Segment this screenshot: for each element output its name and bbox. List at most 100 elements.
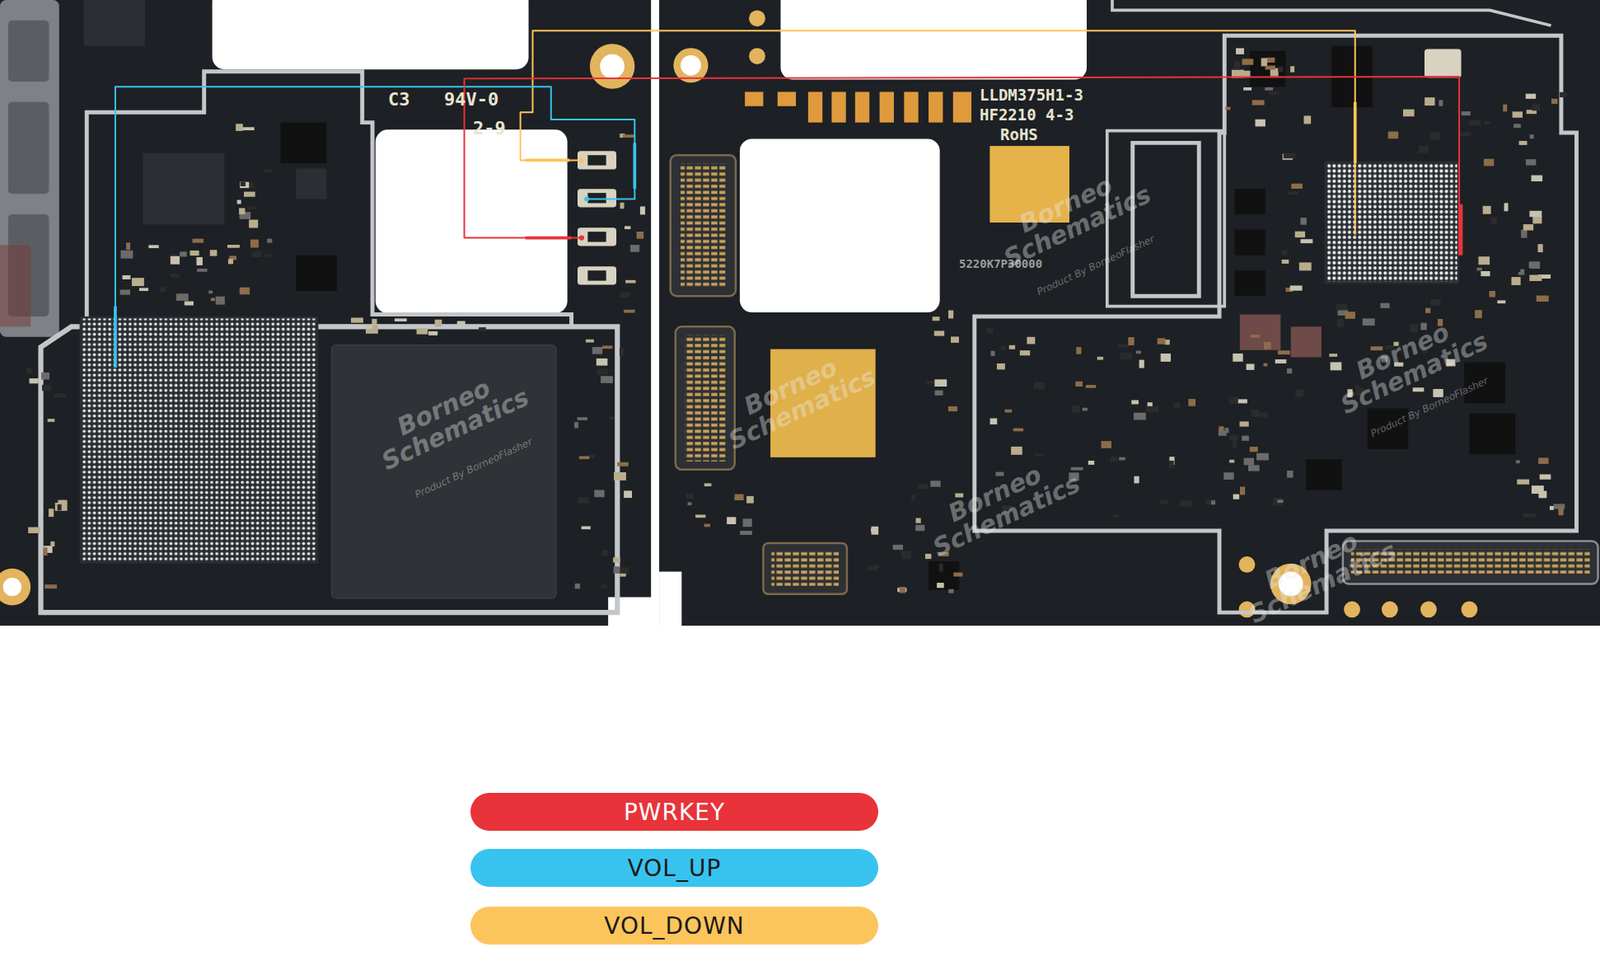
smd-component: [1233, 61, 1240, 71]
smd-component: [630, 244, 640, 253]
smd-component: [1281, 250, 1287, 256]
smd-component: [1013, 428, 1024, 432]
smd-component: [1538, 491, 1547, 499]
smd-component: [50, 541, 55, 547]
smd-component: [131, 277, 145, 286]
smd-component: [935, 390, 944, 396]
smd-component: [1254, 119, 1265, 127]
smd-component: [29, 378, 39, 384]
smd-component: [57, 504, 62, 510]
smd-component: [179, 251, 188, 257]
smd-component: [371, 318, 377, 325]
smd-component: [264, 253, 272, 258]
smd-component: [1223, 472, 1234, 480]
smd-component: [1290, 65, 1295, 72]
board-cutout: [375, 129, 568, 314]
smd-component: [148, 244, 159, 248]
smd-component: [1264, 87, 1273, 91]
smd-component: [934, 378, 947, 387]
smd-component: [578, 496, 590, 503]
smd-component: [1525, 93, 1536, 99]
smd-component: [44, 584, 57, 589]
smd-component: [1235, 47, 1245, 54]
smd-component: [1082, 407, 1088, 412]
smd-component: [47, 418, 56, 422]
smd-component: [1520, 229, 1527, 239]
board-cutout: [212, 0, 529, 70]
smd-component: [1232, 353, 1243, 362]
smd-component: [1075, 381, 1083, 387]
smd-component: [57, 500, 67, 505]
smd-component: [704, 523, 711, 528]
smd-component: [1337, 318, 1345, 328]
smd-component: [1239, 486, 1245, 496]
smd-component: [237, 200, 242, 205]
smd-component: [1468, 120, 1481, 126]
smd-component: [1085, 384, 1096, 389]
smd-component: [184, 301, 194, 306]
ic: [280, 122, 328, 164]
signal-traces: [115, 30, 1462, 368]
silkscreen-text: 2-9: [472, 117, 506, 139]
smd-component: [43, 547, 48, 556]
legend-swatch: PWRKEY: [470, 792, 879, 831]
legend-swatch: VOL_DOWN: [470, 906, 879, 945]
smd-component: [239, 182, 249, 188]
smd-component: [613, 566, 622, 574]
smd-component: [1248, 464, 1260, 471]
smd-component: [870, 528, 875, 532]
smd-component: [581, 525, 591, 529]
smd-component: [1205, 499, 1217, 505]
smd-component: [687, 501, 693, 506]
smd-component: [1239, 421, 1250, 426]
smd-component: [48, 508, 54, 517]
smd-component: [1169, 460, 1175, 468]
smd-component: [1497, 299, 1506, 304]
smd-component: [1539, 474, 1552, 480]
smd-component: [1549, 505, 1554, 510]
smd-component: [1266, 57, 1275, 63]
smd-component: [948, 310, 954, 319]
smd-component: [695, 514, 706, 518]
smd-component: [1519, 140, 1528, 146]
smd-component: [1034, 453, 1044, 457]
board-cutout: [780, 0, 1087, 80]
smd-component: [247, 205, 257, 210]
smd-component: [1425, 308, 1431, 314]
smd-component: [1133, 476, 1139, 484]
smd-component: [948, 589, 954, 594]
smd-component: [939, 563, 944, 572]
smd-component: [1551, 98, 1558, 104]
smd-component: [1459, 131, 1472, 136]
smd-component: [640, 205, 646, 215]
smd-component: [1160, 353, 1171, 362]
smd-component: [867, 565, 877, 571]
smd-component: [41, 372, 50, 380]
smd-component: [26, 367, 33, 374]
smd-component: [1536, 295, 1549, 302]
smd-component: [1240, 70, 1250, 77]
smd-component: [139, 287, 149, 291]
smd-component: [215, 296, 225, 305]
smd-component: [1290, 285, 1303, 291]
smd-component: [1131, 399, 1139, 404]
smd-component: [704, 482, 712, 487]
smd-component: [600, 375, 613, 384]
legend-text: PWRKEY: [623, 798, 726, 826]
silkscreen-text: LLDM375H1-3: [979, 85, 1084, 104]
smd-component: [1136, 350, 1142, 354]
smd-component: [235, 123, 244, 131]
smd-component: [1188, 398, 1196, 407]
smd-component: [950, 336, 960, 342]
smd-component: [1299, 261, 1312, 271]
smd-component: [1246, 363, 1255, 370]
pwrkey-trace: [464, 76, 1460, 256]
smd-component: [1483, 205, 1492, 215]
smd-component: [1218, 430, 1227, 436]
smd-component: [228, 258, 234, 264]
smd-component: [597, 368, 609, 375]
board-connector: [675, 326, 735, 469]
smd-component: [1303, 115, 1311, 124]
smd-component: [1538, 457, 1549, 464]
smd-component: [1438, 99, 1443, 106]
